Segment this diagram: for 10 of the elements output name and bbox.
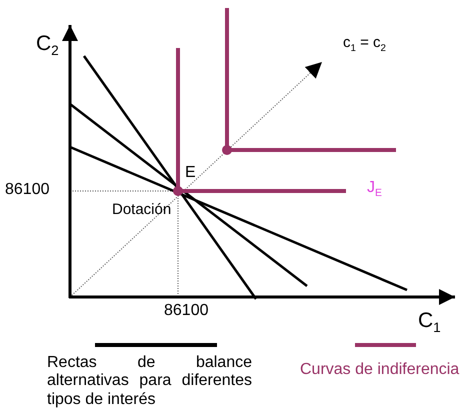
point-label: Dotación: [112, 201, 172, 218]
diagonal-label: c$_{1}$ = c$_{2}$: [343, 34, 386, 54]
axis-label: C$_{1}$: [418, 309, 441, 336]
legend-text: Curvas de indiferencia: [300, 361, 460, 380]
tick-label: 86100: [5, 181, 50, 200]
axis-label: C$_{2}$: [36, 32, 59, 59]
tick-label: 86100: [164, 302, 208, 320]
curve-label: J$_{E}$: [367, 179, 382, 200]
point-label: E: [185, 164, 196, 182]
legend-text: Rectas de balance alternativas para diferentes tipos de interés: [47, 354, 252, 410]
